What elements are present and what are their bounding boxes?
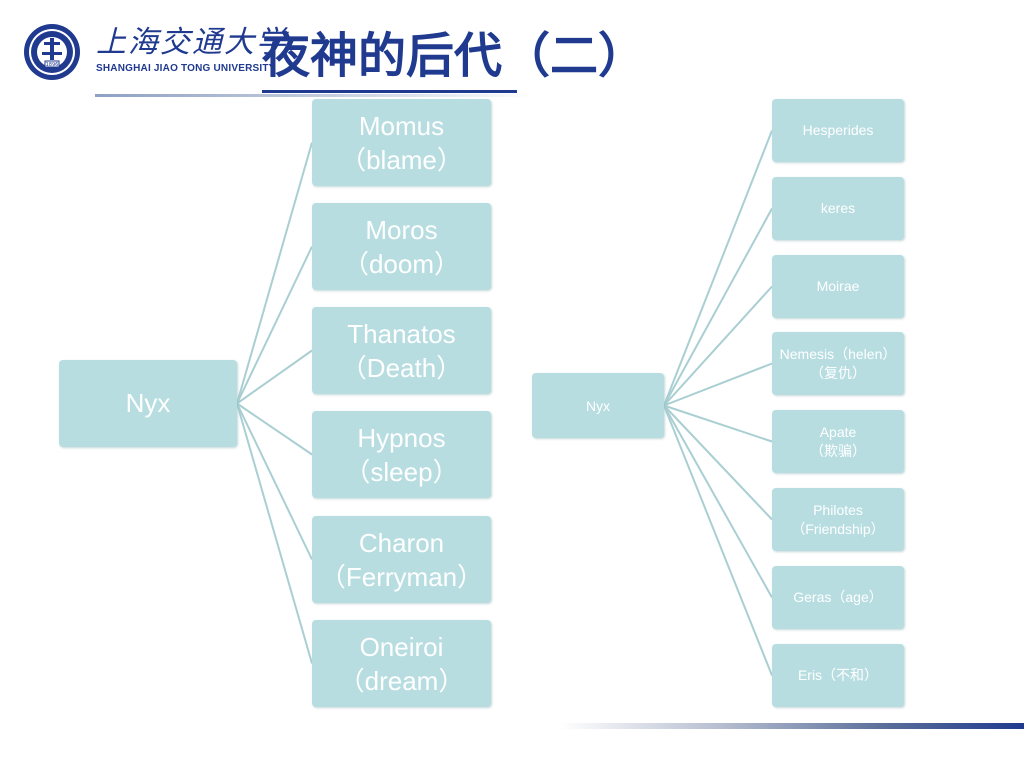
- right-child-node: Geras（age）: [772, 566, 904, 629]
- right-child-node: Hesperides: [772, 99, 904, 162]
- connector-line: [663, 362, 773, 407]
- left-child-node: Momus （blame）: [312, 99, 491, 186]
- left-child-node: Oneiroi （dream）: [312, 620, 491, 707]
- header-divider: [95, 94, 535, 97]
- connector-line: [236, 246, 313, 404]
- left-child-node: Charon （Ferryman）: [312, 516, 491, 603]
- connector-line: [663, 405, 773, 676]
- sjtu-seal-icon: 1896: [24, 24, 80, 80]
- connector-line: [663, 208, 773, 406]
- university-name-cn: 上海交通大学: [96, 25, 288, 60]
- right-child-node: Philotes （Friendship）: [772, 488, 904, 551]
- title-underline: [262, 90, 517, 93]
- seal-year: 1896: [46, 62, 59, 68]
- footer-divider: [560, 723, 1024, 729]
- connector-line: [236, 142, 313, 404]
- connector-line: [663, 404, 773, 521]
- university-name-en: SHANGHAI JIAO TONG UNIVERSITY: [96, 63, 276, 74]
- connector-line: [236, 403, 313, 560]
- left-child-node: Thanatos （Death）: [312, 307, 491, 394]
- right-child-node: Eris（不和）: [772, 644, 904, 707]
- right-child-node: Nemesis（helen） （复仇）: [772, 332, 904, 395]
- right-child-node: Moirae: [772, 255, 904, 318]
- right-child-node: keres: [772, 177, 904, 240]
- connector-line: [663, 130, 773, 406]
- connector-line: [663, 285, 773, 407]
- connector-line: [663, 405, 773, 598]
- connector-line: [236, 349, 313, 405]
- connector-line: [236, 402, 313, 456]
- left-child-node: Moros （doom）: [312, 203, 491, 290]
- connector-line: [236, 403, 313, 664]
- left-child-node: Hypnos （sleep）: [312, 411, 491, 498]
- slide-title: 夜神的后代（二）: [262, 28, 647, 84]
- connector-line: [663, 404, 773, 443]
- right-child-node: Apate （欺骗）: [772, 410, 904, 473]
- left-root-node: Nyx: [59, 360, 237, 447]
- right-root-node: Nyx: [532, 373, 664, 438]
